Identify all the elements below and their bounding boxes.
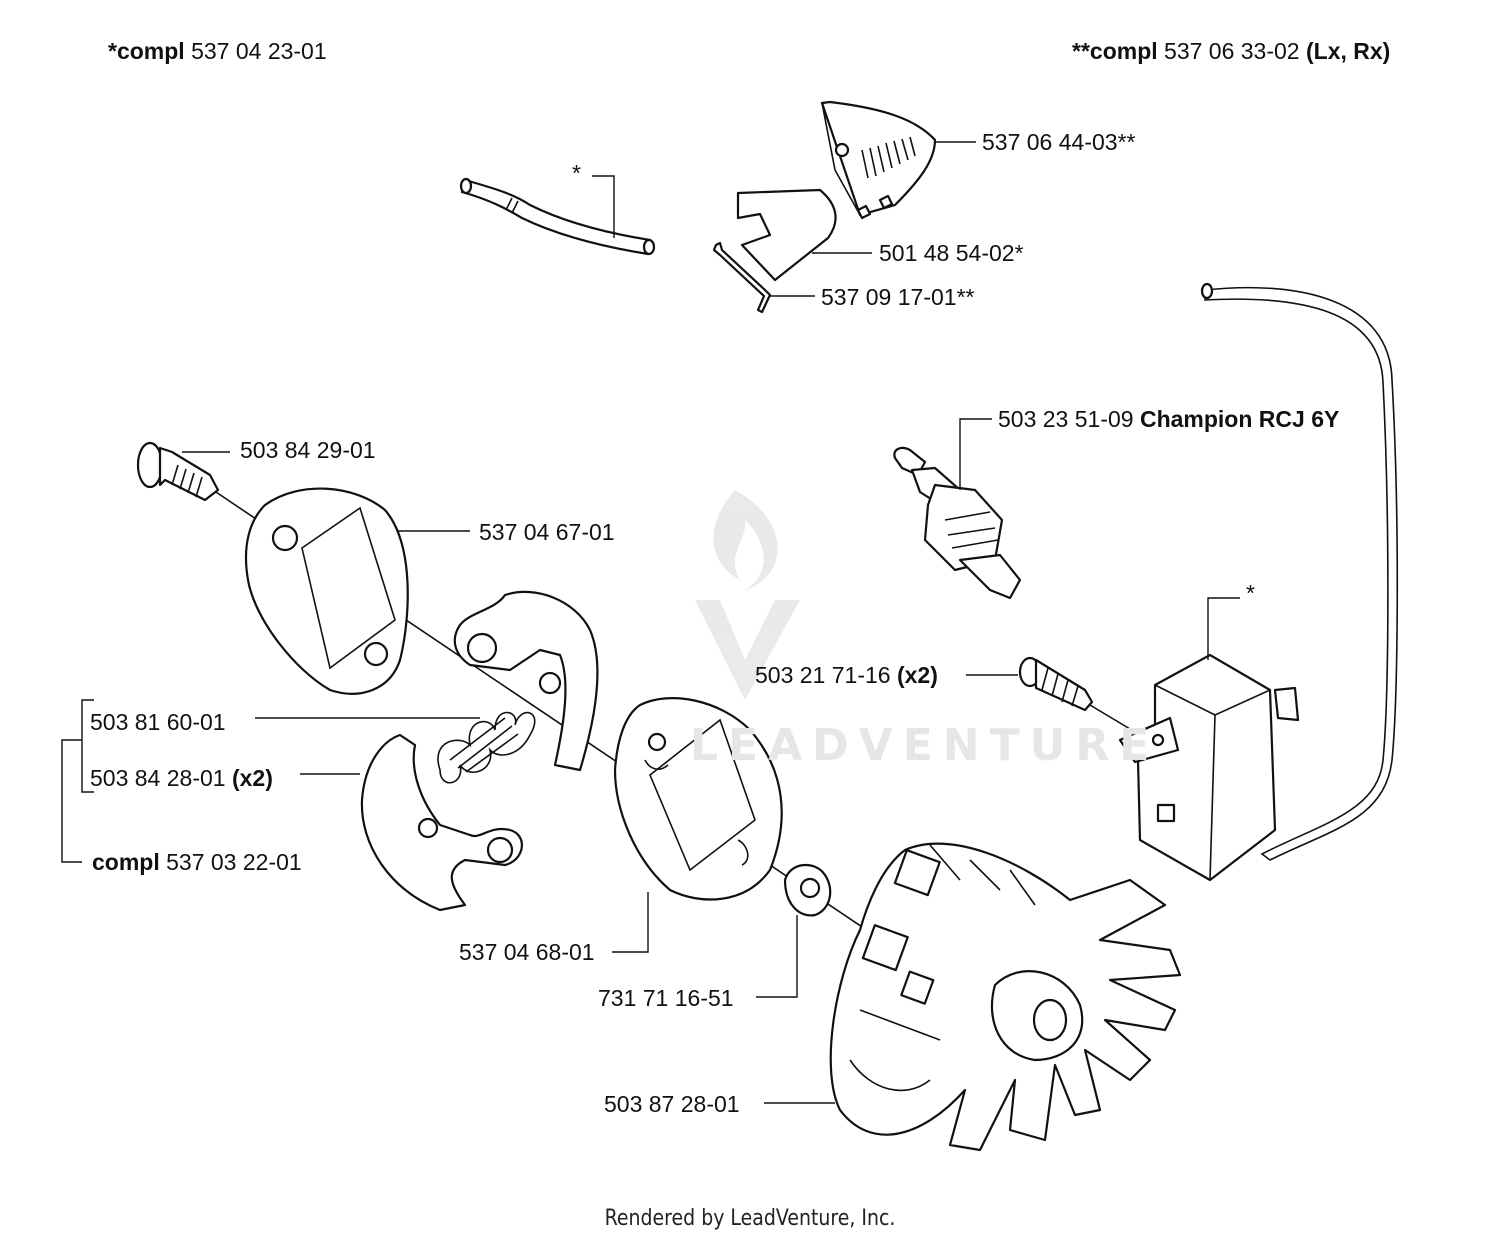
clutch-plate-2-part: [613, 697, 783, 901]
ign-screw-number: 503 21 71-16: [755, 662, 891, 688]
plate-part: [736, 188, 837, 282]
washer-number: 731 71 16-51: [598, 985, 734, 1011]
clip-label: 537 09 17-01**: [821, 284, 974, 310]
header-right-prefix: **compl: [1072, 38, 1158, 64]
hose-part: [459, 177, 656, 256]
flywheel-part: [829, 842, 1182, 1152]
hose-star: *: [572, 160, 581, 186]
header-left-prefix: *compl: [108, 38, 185, 64]
plate2-number: 537 04 68-01: [459, 939, 595, 965]
header-left-label: *compl 537 04 23-01: [108, 38, 327, 64]
ignition-module-part: [1118, 653, 1300, 882]
cover-part: [820, 100, 937, 220]
clutch-bracket: [61, 699, 94, 863]
header-right-number: 537 06 33-02: [1164, 38, 1300, 64]
clutch-shoe-upper-part: [453, 590, 599, 772]
module-leader: [1207, 597, 1240, 660]
washer-leader: [756, 915, 798, 998]
clutch-label: compl 537 03 22-01: [92, 849, 302, 875]
spark-plug-number: 503 23 51-09: [998, 406, 1134, 432]
shoe-number: 503 84 28-01: [90, 765, 226, 791]
plate2-leader: [612, 892, 649, 953]
ign-screw-note: (x2): [896, 662, 938, 688]
screw-part: [136, 441, 220, 502]
washer-part: [783, 864, 832, 917]
plate1-number: 537 04 67-01: [479, 519, 615, 545]
clutch-shoe-lower-part: [360, 733, 523, 912]
screw-label: 503 84 29-01: [240, 437, 376, 463]
shoe-note: (x2): [231, 765, 273, 791]
clip-part: [712, 241, 772, 314]
spring-label: 503 81 60-01: [90, 709, 226, 735]
ignition-screw-part: [1018, 656, 1094, 712]
plate-label: 501 48 54-02*: [879, 240, 1024, 266]
header-left-number: 537 04 23-01: [191, 38, 327, 64]
spring-part: [437, 711, 536, 784]
plate-number: 501 48 54-02*: [879, 240, 1024, 266]
ign-screw-label: 503 21 71-16 (x2): [755, 662, 938, 688]
plate2-label: 537 04 68-01: [459, 939, 595, 965]
spark-plug-label: 503 23 51-09 Champion RCJ 6Y: [998, 406, 1339, 432]
footer-credit: Rendered by LeadVenture, Inc.: [604, 1206, 896, 1231]
spring-number: 503 81 60-01: [90, 709, 226, 735]
header-right-suffix: (Lx, Rx): [1306, 38, 1391, 64]
flywheel-label: 503 87 28-01: [604, 1091, 740, 1117]
flywheel-number: 503 87 28-01: [604, 1091, 740, 1117]
wire-part: [1204, 286, 1399, 861]
hose-leader: [592, 175, 615, 238]
washer-label: 731 71 16-51: [598, 985, 734, 1011]
plate1-label: 537 04 67-01: [479, 519, 615, 545]
clip-number: 537 09 17-01**: [821, 284, 975, 310]
screw-number: 503 84 29-01: [240, 437, 376, 463]
module-star: *: [1246, 580, 1255, 606]
shoe-label: 503 84 28-01 (x2): [90, 765, 273, 791]
watermark-logo: [695, 490, 800, 700]
hose-star-label: *: [572, 160, 581, 186]
watermark-text: LEADVENTURE: [690, 720, 1160, 771]
module-star-label: *: [1246, 580, 1255, 606]
header-right-label: **compl 537 06 33-02 (Lx, Rx): [1072, 38, 1390, 64]
clutch-prefix: compl: [92, 849, 160, 875]
ign-screw-axis: [1089, 704, 1141, 736]
spark-plug-note: Champion RCJ 6Y: [1139, 406, 1340, 432]
clutch-number: 537 03 22-01: [166, 849, 302, 875]
cover-label: 537 06 44-03**: [982, 129, 1135, 155]
wire-end: [1200, 282, 1214, 300]
spark-plug-part: [893, 446, 1022, 600]
spark-plug-leader: [959, 418, 992, 490]
clutch-plate-1-part: [244, 487, 409, 695]
cover-number: 537 06 44-03**: [982, 129, 1136, 155]
